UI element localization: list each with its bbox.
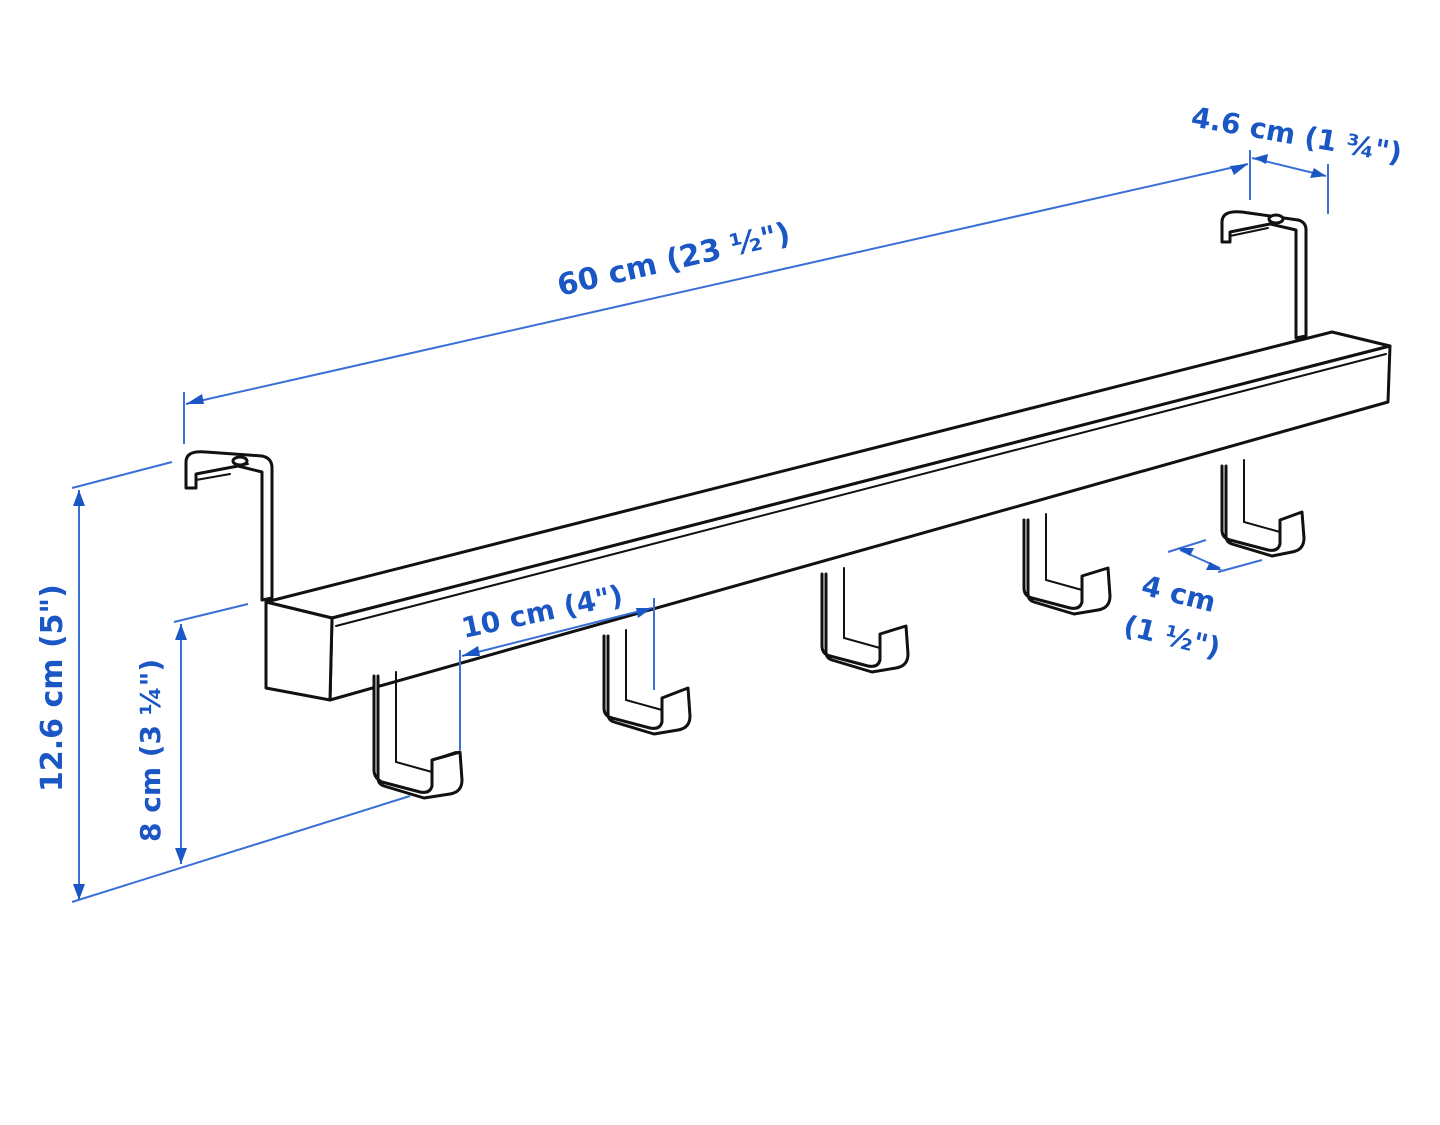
bracket-depth-label: 4.6 cm (1 ¾") [1189, 100, 1405, 170]
right-door-bracket [1220, 210, 1308, 340]
dimension-total-height: 12.6 cm (5") [35, 461, 411, 903]
arrow-right-icon [1310, 168, 1326, 178]
hook-2 [602, 629, 692, 736]
rail-bar [264, 330, 1392, 702]
arrow-left-icon [462, 646, 480, 656]
arrow-left-icon [1178, 548, 1194, 556]
arrow-up-icon [73, 490, 85, 506]
hook-5 [1220, 459, 1306, 558]
arrow-right-icon [636, 608, 652, 618]
dimension-hook-depth: 4 cm (1 ½") [1120, 539, 1263, 665]
arrow-right-icon [1206, 562, 1222, 570]
hook-depth-label-line1: 4 cm [1138, 569, 1219, 619]
left-door-bracket [184, 450, 274, 602]
hook-3 [820, 567, 910, 674]
arrow-left-icon [186, 394, 204, 404]
screw-hole-icon [1267, 213, 1285, 225]
width-label: 60 cm (23 ½") [554, 216, 794, 304]
rail-product [184, 210, 1392, 800]
screw-hole-icon [231, 455, 249, 467]
hook-1 [372, 671, 464, 800]
dimension-bracket-depth: 4.6 cm (1 ¾") [1189, 100, 1405, 214]
arrow-up-icon [175, 624, 187, 640]
rail-hook-height-label: 8 cm (3 ¼") [134, 659, 167, 842]
total-height-label: 12.6 cm (5") [35, 584, 70, 792]
arrow-right-icon [1230, 164, 1248, 175]
arrow-down-icon [73, 884, 85, 900]
hook-4 [1022, 513, 1112, 616]
dimension-rail-hook-height: 8 cm (3 ¼") [134, 603, 249, 864]
arrow-left-icon [1254, 154, 1268, 164]
arrow-down-icon [175, 848, 187, 864]
